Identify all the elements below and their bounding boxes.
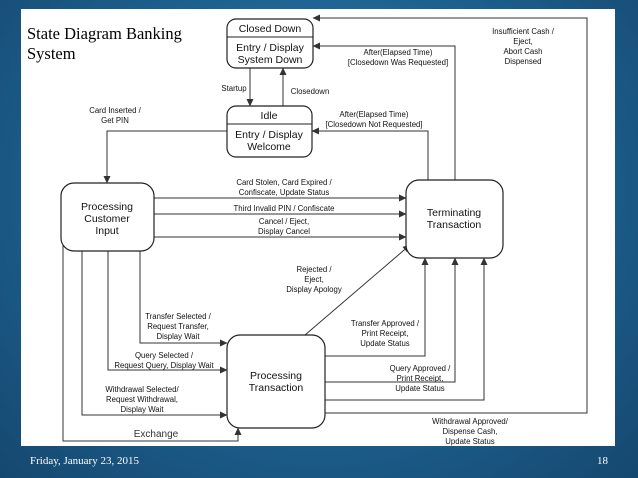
label-transfer-approved-3: Update Status xyxy=(360,339,410,348)
edge-insufficient-cash xyxy=(312,14,588,414)
label-withdrawal-approved-3: Update Status xyxy=(445,437,495,446)
state-pci-line-1: Processing xyxy=(81,201,133,213)
label-withdrawal-approved-2: Dispense Cash, xyxy=(442,427,497,436)
edge-withdrawal-selected xyxy=(81,251,228,419)
state-pt-line-2: Transaction xyxy=(249,382,304,394)
state-terminating-transaction: Terminating Transaction xyxy=(405,179,504,259)
state-closed-down-entry-1: Entry / Display xyxy=(236,42,304,54)
state-idle-entry-2: Welcome xyxy=(247,141,291,153)
label-withdrawal-approved-1: Withdrawal Approved/ xyxy=(432,417,509,426)
state-closed-down-entry-2: System Down xyxy=(238,54,303,66)
state-closed-down-name: Closed Down xyxy=(239,23,302,35)
label-rejected-1: Rejected / xyxy=(296,265,332,274)
state-idle-name: Idle xyxy=(261,110,278,122)
label-card-inserted-2: Get PIN xyxy=(101,116,129,125)
slide-title: State Diagram Banking System xyxy=(27,24,182,63)
label-transfer-selected-3: Display Wait xyxy=(156,332,200,341)
label-after-not-requested-1: After(Elapsed Time) xyxy=(340,110,409,119)
state-processing-customer-input: Processing Customer Input xyxy=(60,182,155,252)
label-after-requested-1: After(Elapsed Time) xyxy=(364,48,433,57)
label-transfer-selected-2: Request Transfer, xyxy=(147,322,209,331)
label-cancel-1: Cancel / Eject, xyxy=(259,217,309,226)
label-transfer-selected-1: Transfer Selected / xyxy=(145,312,211,321)
edge-exchange xyxy=(62,240,242,442)
label-insufficient-cash-4: Dispensed xyxy=(505,57,542,66)
label-rejected-3: Display Apology xyxy=(286,285,342,294)
state-idle-entry-1: Entry / Display xyxy=(235,129,303,141)
label-card-inserted-1: Card Inserted / xyxy=(89,106,141,115)
label-third-invalid-pin: Third Invalid PIN / Confiscate xyxy=(234,204,335,213)
label-query-approved-2: Print Receipt, xyxy=(397,374,444,383)
edge-after-closedown-requested xyxy=(312,42,456,180)
edge-after-closedown-not-requested xyxy=(311,127,429,180)
label-closedown: Closedown xyxy=(291,87,330,96)
label-after-not-requested-2: [Closedown Not Requested] xyxy=(325,120,422,129)
label-card-stolen-1: Card Stolen, Card Expired / xyxy=(236,178,332,187)
label-query-selected-2: Request Query, Display Wait xyxy=(114,361,214,370)
state-pt-line-1: Processing xyxy=(250,370,302,382)
label-insufficient-cash-2: Eject, xyxy=(513,37,533,46)
state-closed-down: Closed Down Entry / Display System Down xyxy=(226,18,314,69)
edge-withdrawal-approved xyxy=(325,257,488,401)
label-insufficient-cash-3: Abort Cash xyxy=(503,47,542,56)
edge-rejected xyxy=(304,244,411,336)
label-query-approved-3: Update Status xyxy=(395,384,445,393)
label-rejected-2: Eject, xyxy=(304,275,324,284)
edge-query-selected xyxy=(107,251,228,374)
edge-query-approved xyxy=(325,257,459,383)
state-idle: Idle Entry / Display Welcome xyxy=(226,105,313,158)
state-tt-line-1: Terminating xyxy=(427,207,481,219)
label-after-requested-2: [Closedown Was Requested] xyxy=(348,58,448,67)
footer-page-number: 18 xyxy=(597,455,608,467)
edge-transfer-selected xyxy=(139,251,228,347)
label-transfer-approved-1: Transfer Approved / xyxy=(351,319,420,328)
edge-card-inserted xyxy=(103,130,228,184)
label-cancel-2: Display Cancel xyxy=(258,227,310,236)
label-withdrawal-selected-3: Display Wait xyxy=(120,405,164,414)
edge-transfer-approved xyxy=(325,257,429,357)
label-query-approved-1: Query Approved / xyxy=(390,364,452,373)
state-processing-transaction: Processing Transaction xyxy=(226,334,326,429)
state-tt-line-2: Transaction xyxy=(427,219,482,231)
label-withdrawal-selected-2: Request Withdrawal, xyxy=(106,395,178,404)
label-card-stolen-2: Confiscate, Update Status xyxy=(239,188,330,197)
label-exchange: Exchange xyxy=(134,429,179,440)
label-withdrawal-selected-1: Withdrawal Selected/ xyxy=(105,385,179,394)
label-insufficient-cash-1: Insufficient Cash / xyxy=(492,27,555,36)
footer-date: Friday, January 23, 2015 xyxy=(30,455,139,467)
label-startup: Startup xyxy=(221,84,247,93)
state-pci-line-3: Input xyxy=(95,225,118,237)
state-pci-line-2: Customer xyxy=(84,213,130,225)
label-transfer-approved-2: Print Receipt, xyxy=(362,329,409,338)
label-query-selected-1: Query Selected / xyxy=(135,351,194,360)
